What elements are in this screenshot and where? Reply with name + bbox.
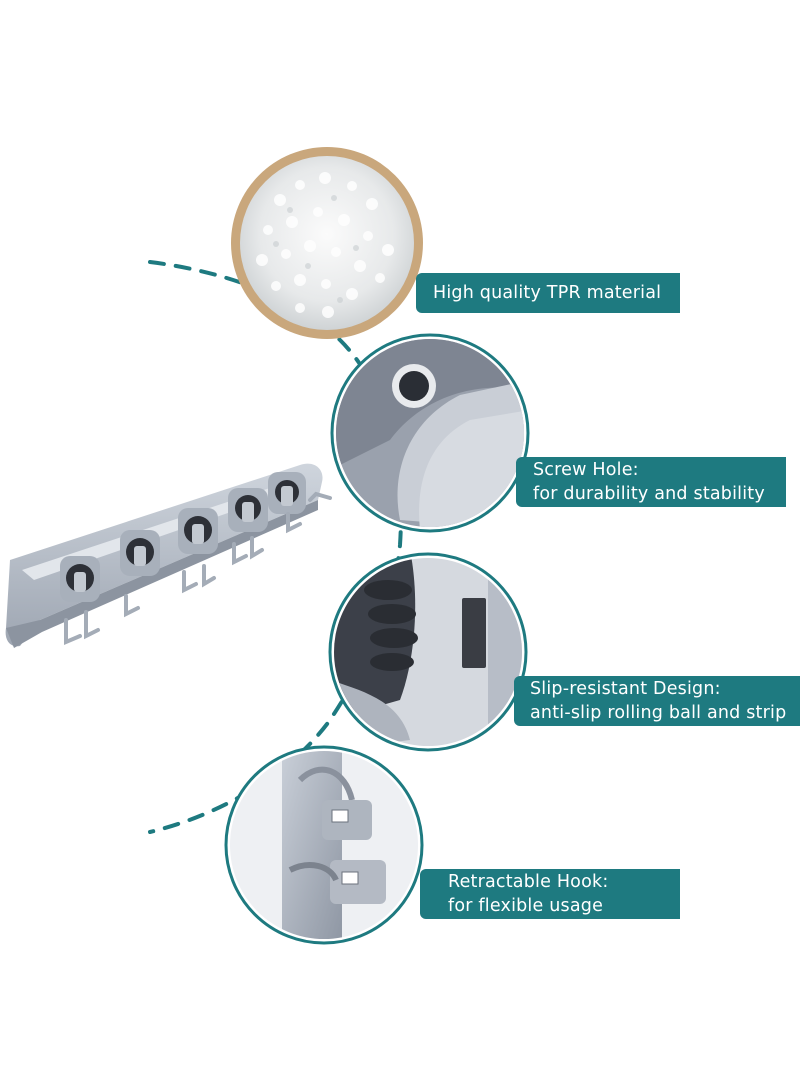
feature-text-line1: Retractable Hook:	[448, 872, 609, 892]
feature-label-retractable-hook: Retractable Hook: for flexible usage	[420, 869, 680, 919]
rack-product-image	[5, 463, 332, 648]
screw-hole-closeup	[330, 333, 530, 533]
feature-text-line1: Slip-resistant Design:	[530, 679, 721, 699]
retractable-hook-closeup	[224, 745, 424, 945]
tpr-beads-image	[231, 147, 423, 339]
feature-text-line1: High quality TPR material	[433, 283, 662, 303]
feature-text-line2: for flexible usage	[448, 896, 604, 916]
feature-label-slip-resistant: Slip-resistant Design: anti-slip rolling…	[514, 676, 800, 726]
feature-text-line1: Screw Hole:	[533, 460, 639, 480]
feature-label-screw-hole: Screw Hole: for durability and stability	[516, 457, 786, 507]
slip-resistant-closeup	[328, 552, 528, 752]
feature-text-line2: for durability and stability	[533, 484, 765, 504]
feature-text-line2: anti-slip rolling ball and strip	[530, 703, 787, 723]
feature-label-tpr-material: High quality TPR material	[416, 273, 680, 313]
